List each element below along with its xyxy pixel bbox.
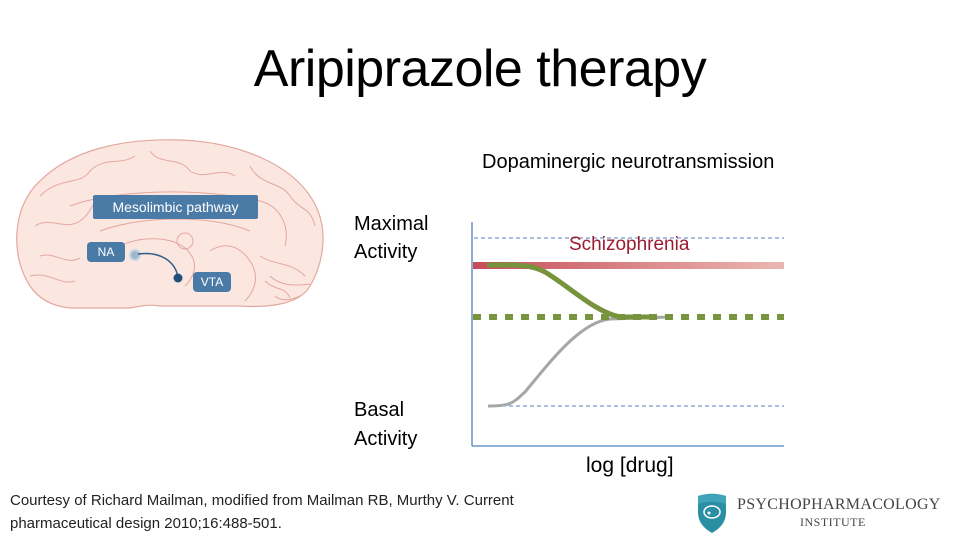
y-label-basal: Basal bbox=[354, 399, 405, 421]
logo-text-secondary: INSTITUTE bbox=[800, 515, 866, 529]
citation-line-2: pharmaceutical design 2010;16:488-501. bbox=[10, 515, 282, 532]
brain-diagram: Mesolimbic pathway NA VTA bbox=[10, 136, 330, 311]
brain-illustration-icon bbox=[16, 139, 324, 309]
chart-title: Dopaminergic neurotransmission bbox=[482, 151, 775, 173]
na-region-label: NA bbox=[87, 242, 125, 262]
y-label-activity-bottom: Activity bbox=[354, 428, 418, 450]
y-label-activity-top: Activity bbox=[354, 241, 418, 263]
mesolimbic-pathway-label: Mesolimbic pathway bbox=[93, 195, 258, 219]
schizophrenia-label: Schizophrenia bbox=[569, 234, 690, 255]
pathway-arrow-icon bbox=[129, 249, 183, 283]
citation: Courtesy of Richard Mailman, modified fr… bbox=[10, 489, 650, 535]
logo-text-primary: PSYCHOPHARMACOLOGY bbox=[737, 496, 941, 513]
vta-region-label: VTA bbox=[193, 272, 231, 292]
psychopharmacology-institute-logo: PSYCHOPHARMACOLOGY INSTITUTE bbox=[695, 492, 955, 534]
citation-line-1: Courtesy of Richard Mailman, modified fr… bbox=[10, 492, 514, 509]
shield-logo-icon bbox=[698, 493, 726, 533]
dose-response-chart bbox=[470, 222, 786, 450]
slide-title: Aripiprazole therapy bbox=[253, 40, 707, 98]
y-label-maximal: Maximal bbox=[354, 213, 429, 235]
x-axis-label: log [drug] bbox=[586, 454, 674, 477]
